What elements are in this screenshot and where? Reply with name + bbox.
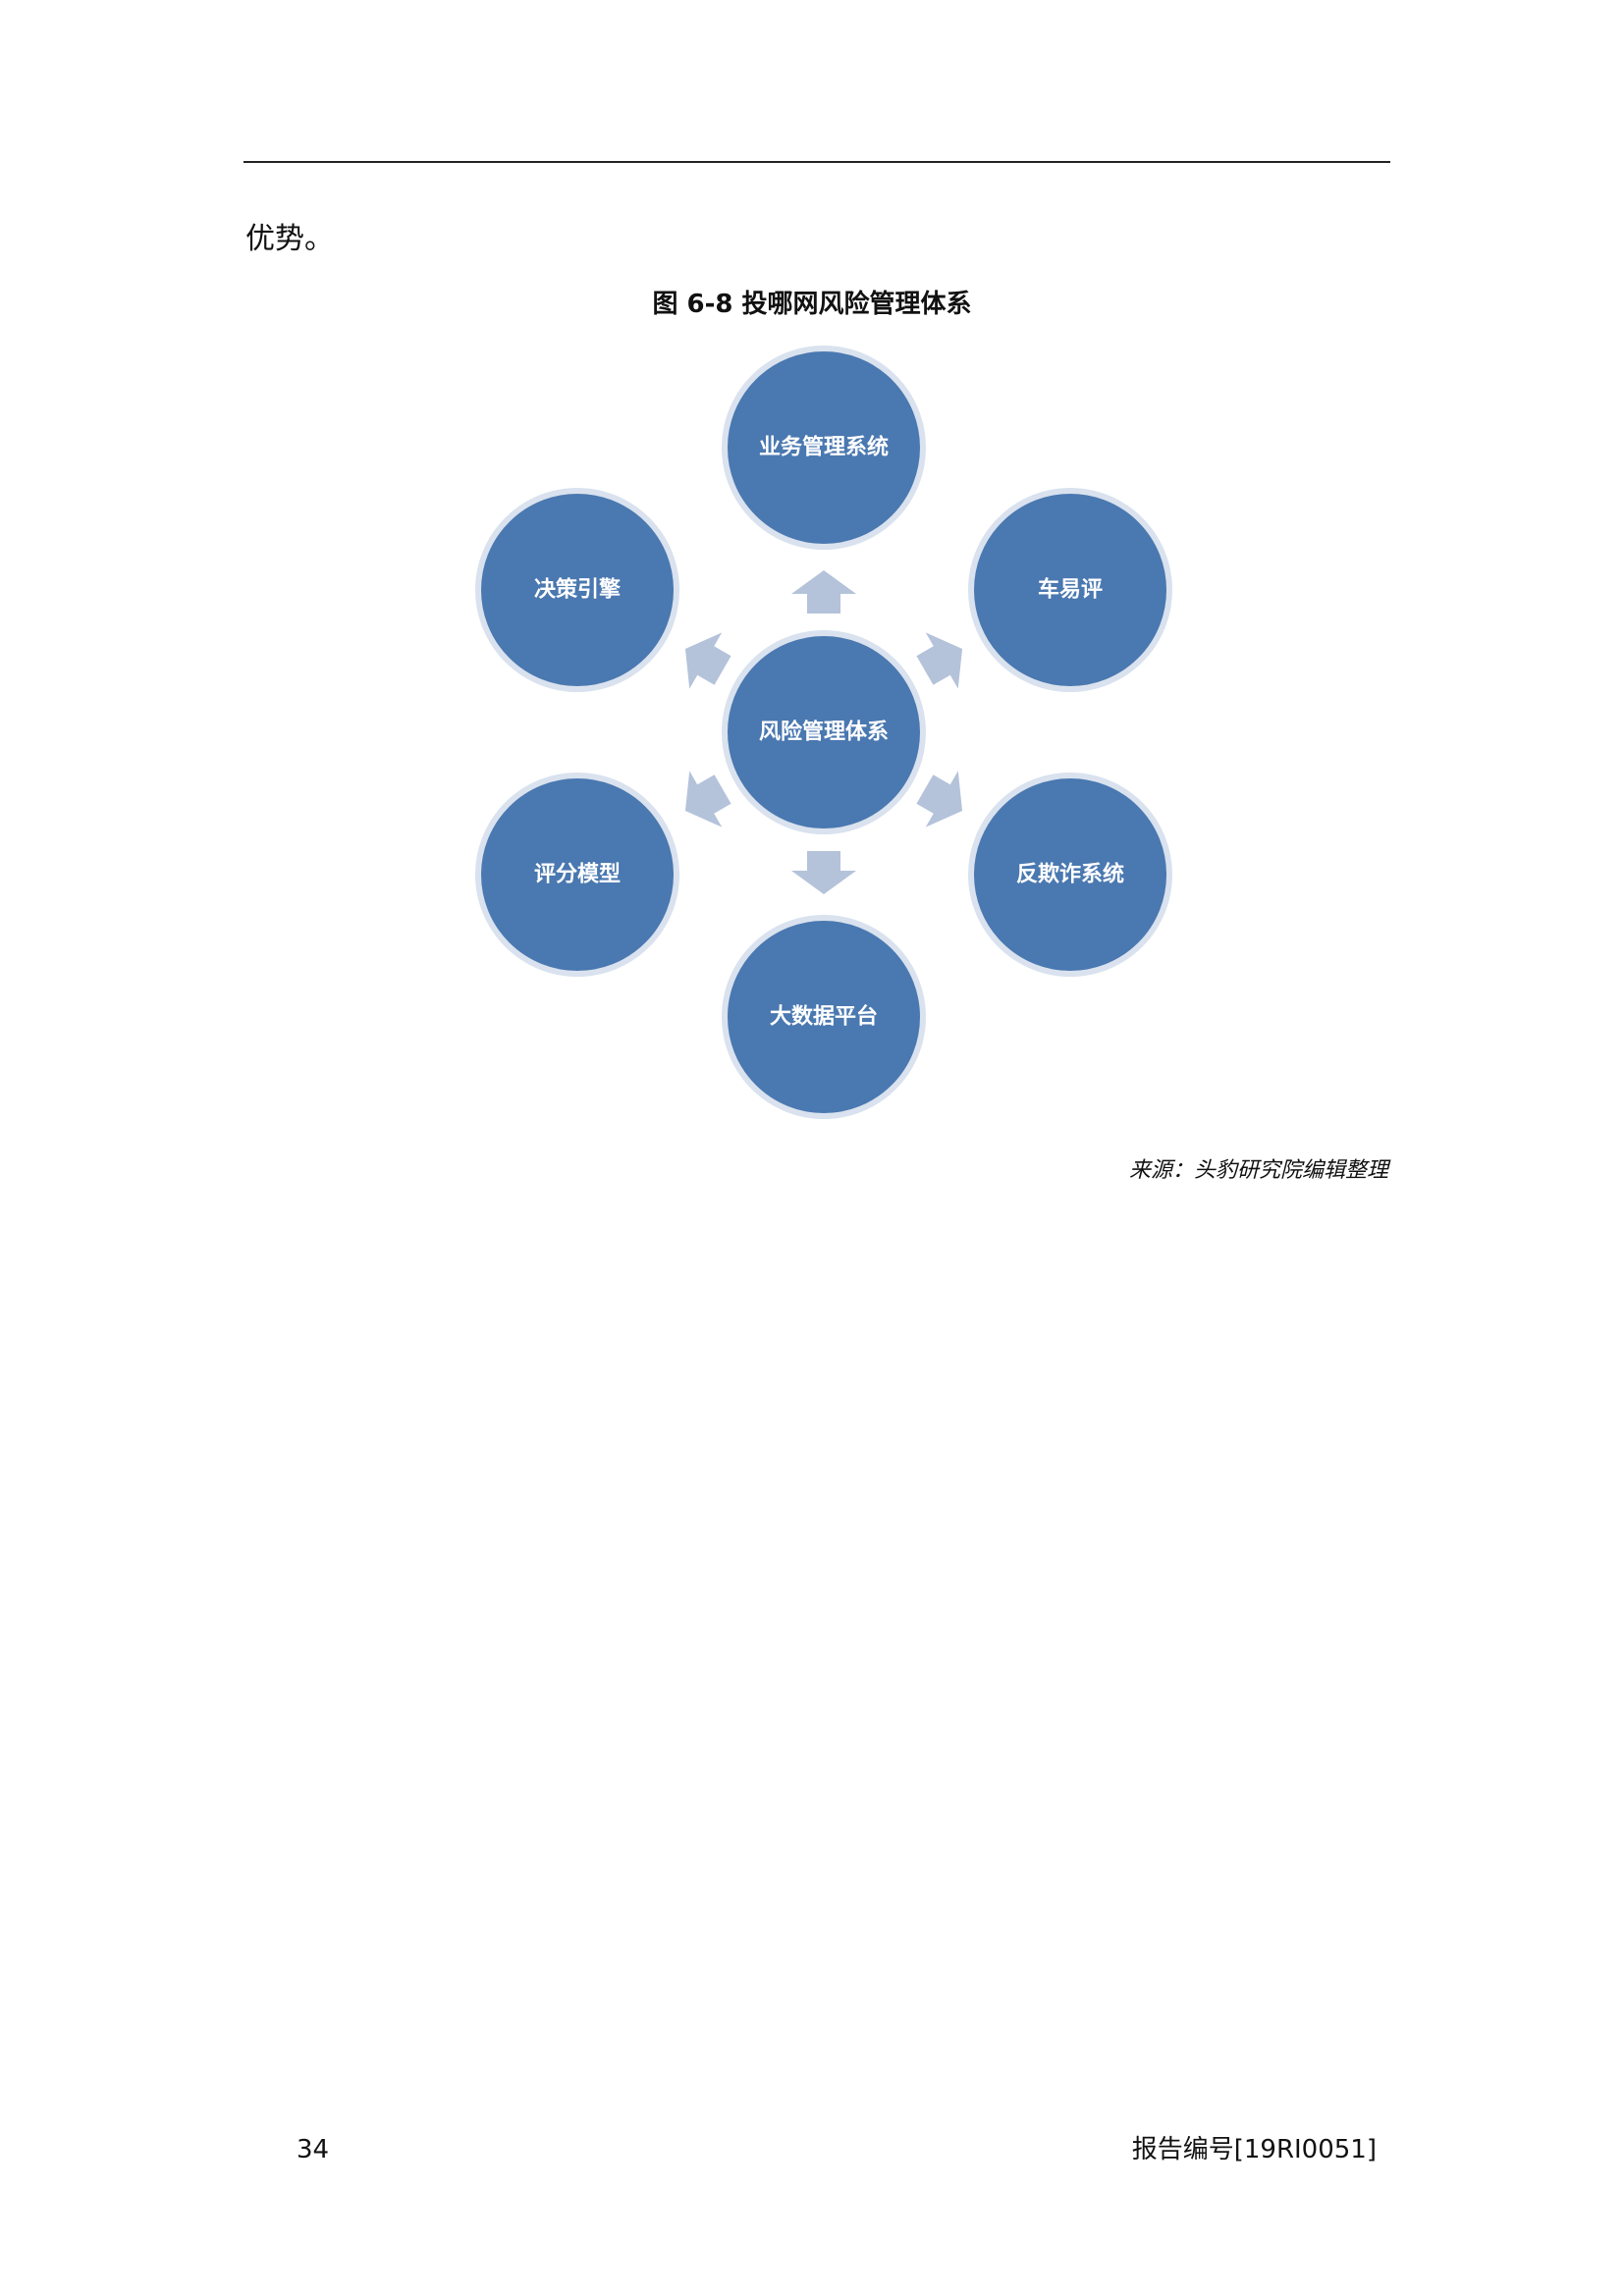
figure-caption: 图 6-8 投哪网风险管理体系 (652, 290, 972, 319)
node-label-top-right: 车易评 (1038, 577, 1103, 603)
center-circle (722, 630, 926, 834)
arrow-down-left-icon (669, 761, 739, 839)
node-label-bottom-right: 反欺诈系统 (1016, 862, 1124, 887)
arrow-down-right-icon (908, 761, 979, 839)
arrow-up-icon (791, 570, 856, 614)
center-label: 风险管理体系 (759, 720, 889, 745)
node-label-top-left: 决策引擎 (534, 577, 621, 603)
node-label-bottom: 大数据平台 (770, 1004, 878, 1030)
source-note: 来源：头豹研究院编辑整理 (1128, 1158, 1388, 1183)
node-label-top: 业务管理系统 (759, 435, 889, 460)
node-circle-top-right (968, 488, 1172, 692)
arrow-up-right-icon (908, 620, 979, 699)
node-label-bottom-left: 评分模型 (534, 863, 621, 887)
header-rule (244, 161, 1390, 163)
node-circle-bottom-right (968, 773, 1172, 977)
page-number: 34 (297, 2135, 330, 2164)
arrow-up-left-icon (669, 620, 739, 699)
risk-management-diagram: 业务管理系统 车易评 反欺诈系统 大数据平台 评分模型 决策引擎 风险管理体系 (475, 346, 1172, 1119)
body-text: 优势。 (245, 222, 334, 256)
report-number: 报告编号[19RI0051] (1131, 2135, 1377, 2164)
node-circle-bottom-left (475, 773, 679, 977)
node-circle-bottom (722, 915, 926, 1119)
node-circle-top-left (475, 488, 679, 692)
node-circle-top (722, 346, 926, 550)
arrow-down-icon (791, 851, 856, 894)
